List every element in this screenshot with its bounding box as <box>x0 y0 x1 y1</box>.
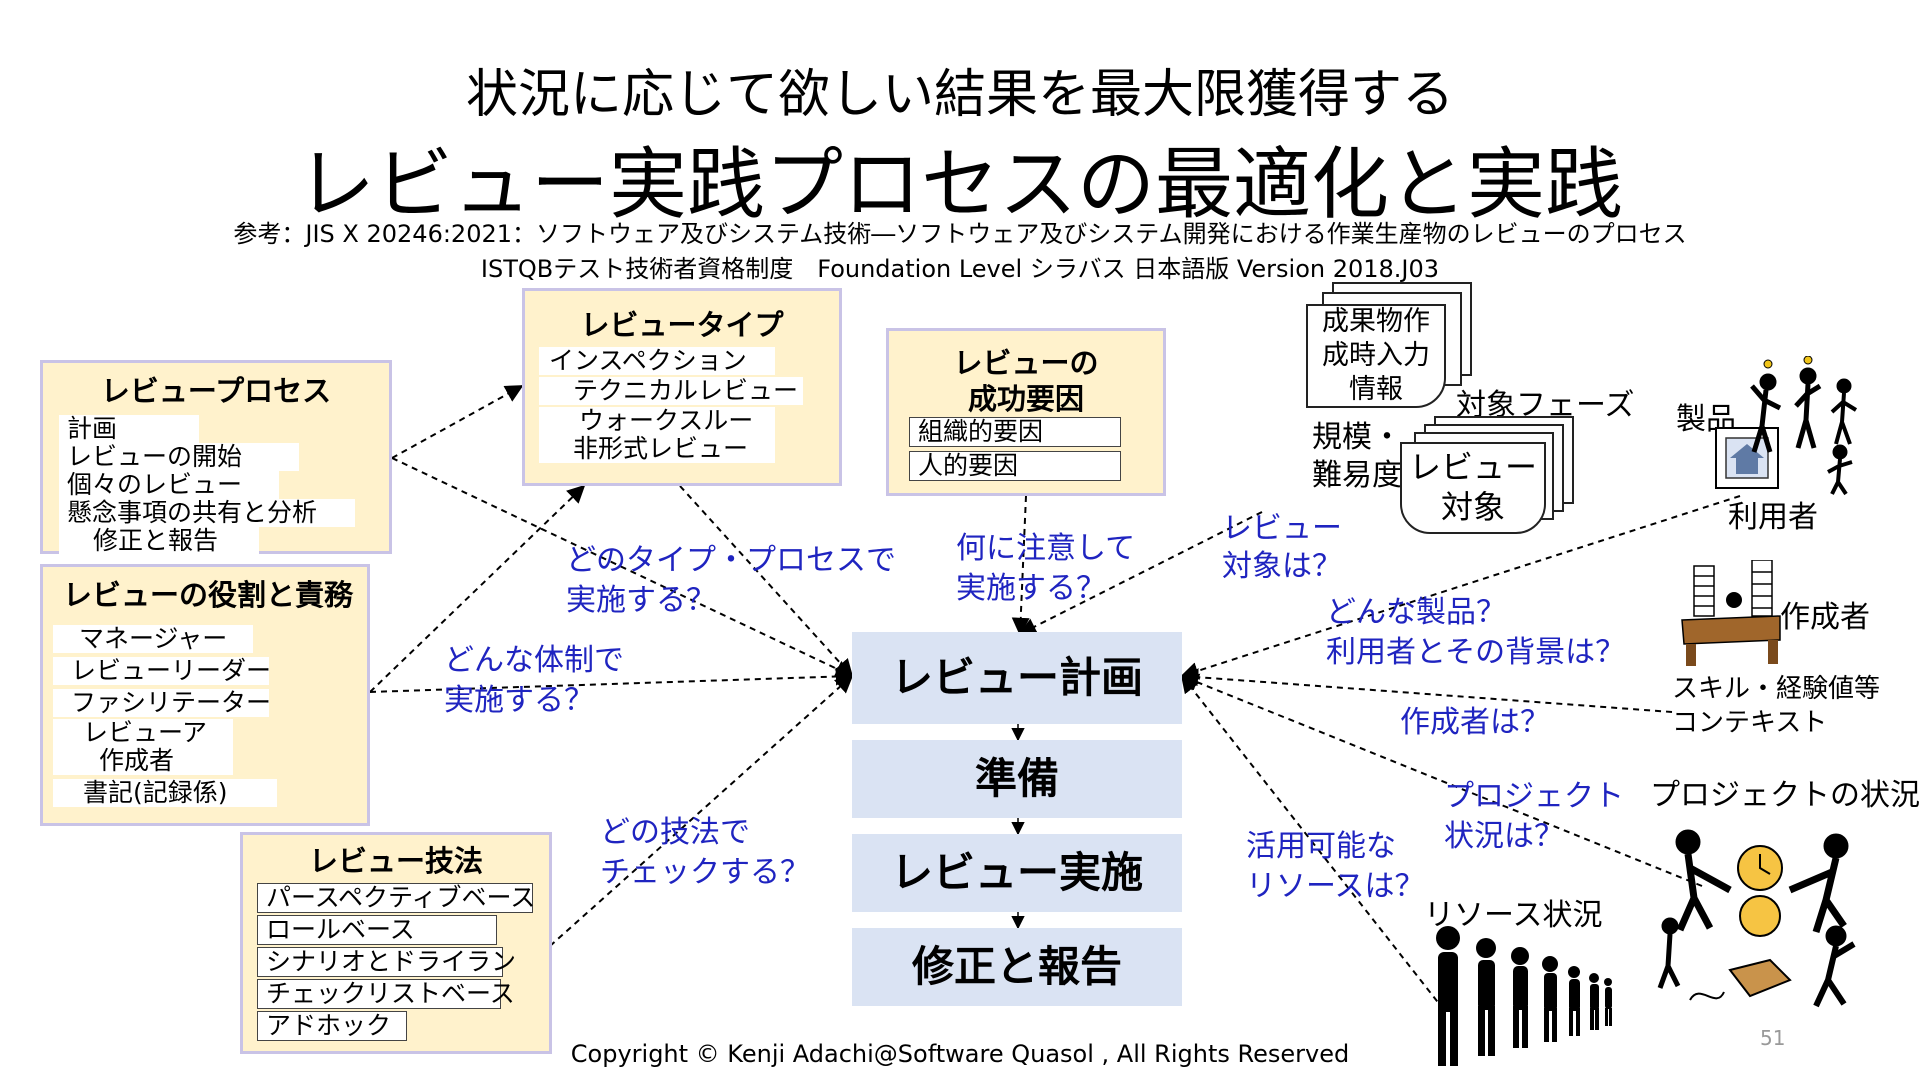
type-item-inspection: インスペクション <box>539 347 775 375</box>
arrow-target-to-plan <box>1018 511 1263 635</box>
person-figure-icon <box>1750 367 1858 496</box>
arrow-product-to-plan <box>1180 495 1741 680</box>
label-author: 作成者 <box>1780 600 1870 635</box>
review-types-title: レビュータイプ <box>580 308 784 342</box>
review-techniques-title: レビュー技法 <box>308 844 483 878</box>
question-type-process-1: どのタイプ・プロセスで <box>566 543 896 578</box>
arrow-resources-to-plan <box>1180 674 1445 1011</box>
subtitle-heading: 状況に応じて欲しい結果を最大限獲得する <box>465 65 1454 125</box>
question-attention-2: 実施する？ <box>956 571 1106 606</box>
doc-inputs-line-3: 情報 <box>1349 374 1403 405</box>
success-factors-title-1: レビューの <box>953 346 1099 380</box>
label-project-status: プロジェクトの状況 <box>1650 778 1920 813</box>
step-fix-and-report: 修正と報告 <box>852 928 1182 1006</box>
desk-worker-icon <box>1681 560 1781 666</box>
step-review-execution: レビュー実施 <box>852 834 1182 912</box>
question-attention-1: 何に注意して <box>956 531 1136 566</box>
review-target-doc <box>1400 442 1546 534</box>
label-skills-2: コンテキスト <box>1672 708 1828 738</box>
arrow-types-to-plan <box>679 485 854 678</box>
technique-item-role: ロールベース <box>257 915 497 945</box>
arrow-factors-to-plan <box>1011 495 1030 636</box>
question-structure-2: 実施する？ <box>444 683 594 718</box>
review-types-panel: レビュータイプ インスペクション テクニカルレビュー ウォークスルー 非形式レビ… <box>522 288 842 486</box>
question-product-1: どんな製品？ <box>1326 595 1506 630</box>
review-process-panel: レビュープロセス 計画 レビューの開始 個々のレビュー 懸念事項の共有と分析 修… <box>40 360 392 555</box>
process-item-5: 修正と報告 <box>59 527 259 555</box>
question-product-2: 利用者とその背景は？ <box>1326 635 1626 670</box>
arrow-roles-to-plan <box>369 667 854 693</box>
question-target-1: レビュー <box>1222 511 1342 546</box>
arrow-process-to-plan <box>391 457 854 678</box>
success-factors-title-2: 成功要因 <box>967 382 1084 416</box>
technique-item-checklist: チェックリストベース <box>257 979 515 1009</box>
label-skills-1: スキル・経験値等 <box>1672 674 1881 704</box>
arrow-techniques-to-plan <box>549 674 854 947</box>
question-resources-2: リソースは？ <box>1246 869 1425 904</box>
type-item-informal: 非形式レビュー <box>539 435 775 463</box>
process-item-2: レビューの開始 <box>59 443 299 471</box>
review-roles-title: レビューの役割と責務 <box>63 578 354 612</box>
technique-item-scenario: シナリオとドライラン <box>257 947 516 977</box>
team-struggle-icon <box>1657 829 1856 1008</box>
label-resource-status: リソース状況 <box>1424 898 1603 933</box>
technique-item-adhoc: アドホック <box>257 1011 407 1041</box>
question-resources-1: 活用可能な <box>1246 829 1396 864</box>
step-preparation: 準備 <box>852 740 1182 818</box>
success-factors-panel: レビューの 成功要因 組織的要因 人的要因 <box>886 328 1166 496</box>
role-item-reviewer: レビューア <box>53 719 233 747</box>
role-item-leader: レビューリーダー <box>53 657 271 685</box>
people-row-icon <box>1436 926 1612 1066</box>
review-target-line-2: 対象 <box>1440 488 1505 526</box>
arrow-process-to-types <box>391 385 524 459</box>
role-item-author: 作成者 <box>53 747 233 775</box>
role-item-scribe: 書記(記録係) <box>53 779 277 807</box>
review-process-title: レビュープロセス <box>100 374 332 408</box>
question-technique-2: チェックする？ <box>600 855 810 890</box>
review-target-line-1: レビュー <box>1408 448 1537 486</box>
question-structure-1: どんな体制で <box>444 643 624 678</box>
label-scale-2: 難易度 <box>1312 458 1402 493</box>
type-item-walkthrough: ウォークスルー <box>539 407 775 435</box>
main-title: レビュー実践プロセスの最適化と実践 <box>296 140 1623 230</box>
label-user: 利用者 <box>1728 500 1818 535</box>
label-scale-1: 規模・ <box>1312 420 1402 455</box>
copyright-footer: Copyright © Kenji Adachi@Software Quasol… <box>570 1040 1350 1068</box>
review-roles-panel: レビューの役割と責務 マネージャー レビューリーダー ファシリテーター レビュー… <box>40 564 370 826</box>
reference-line-1: 参考：JIS X 20246:2021：ソフトウェア及びシステム技術―ソフトウェ… <box>233 220 1687 248</box>
factor-item-organizational: 組織的要因 <box>909 417 1121 447</box>
doc-inputs-front <box>1306 304 1446 408</box>
users-with-product-illustration <box>1715 356 1858 496</box>
process-item-4: 懸念事項の共有と分析 <box>59 499 355 527</box>
question-project-1: プロジェクト <box>1444 779 1624 814</box>
question-target-2: 対象は？ <box>1222 549 1342 584</box>
page-number: 51 <box>1760 1026 1786 1050</box>
technique-item-perspective: パースペクティブベース <box>257 883 535 913</box>
question-author: 作成者は？ <box>1400 705 1550 740</box>
role-item-manager: マネージャー <box>53 625 253 653</box>
type-item-technical: テクニカルレビュー <box>539 377 803 405</box>
arrow-author-to-plan <box>1180 668 1673 713</box>
role-item-facilitator: ファシリテーター <box>53 689 271 717</box>
step-review-planning: レビュー計画 <box>852 632 1182 724</box>
review-techniques-panel: レビュー技法 パースペクティブベース ロールベース シナリオとドライラン チェッ… <box>240 832 552 1054</box>
question-project-2: 状況は？ <box>1444 819 1564 854</box>
arrow-project-to-plan <box>1180 673 1703 887</box>
process-item-1: 計画 <box>59 415 199 443</box>
reference-line-2: ISTQBテスト技術者資格制度 Foundation Level シラバス 日本… <box>480 255 1440 283</box>
house-icon <box>1715 427 1779 489</box>
process-item-3: 個々のレビュー <box>59 471 279 499</box>
factor-item-human: 人的要因 <box>909 451 1121 481</box>
arrow-roles-to-types <box>369 484 586 693</box>
question-type-process-2: 実施する？ <box>566 583 716 618</box>
doc-inputs-line-1: 成果物作 <box>1322 306 1430 337</box>
doc-inputs-line-2: 成時入力 <box>1322 340 1430 371</box>
question-technique-1: どの技法で <box>600 815 750 850</box>
